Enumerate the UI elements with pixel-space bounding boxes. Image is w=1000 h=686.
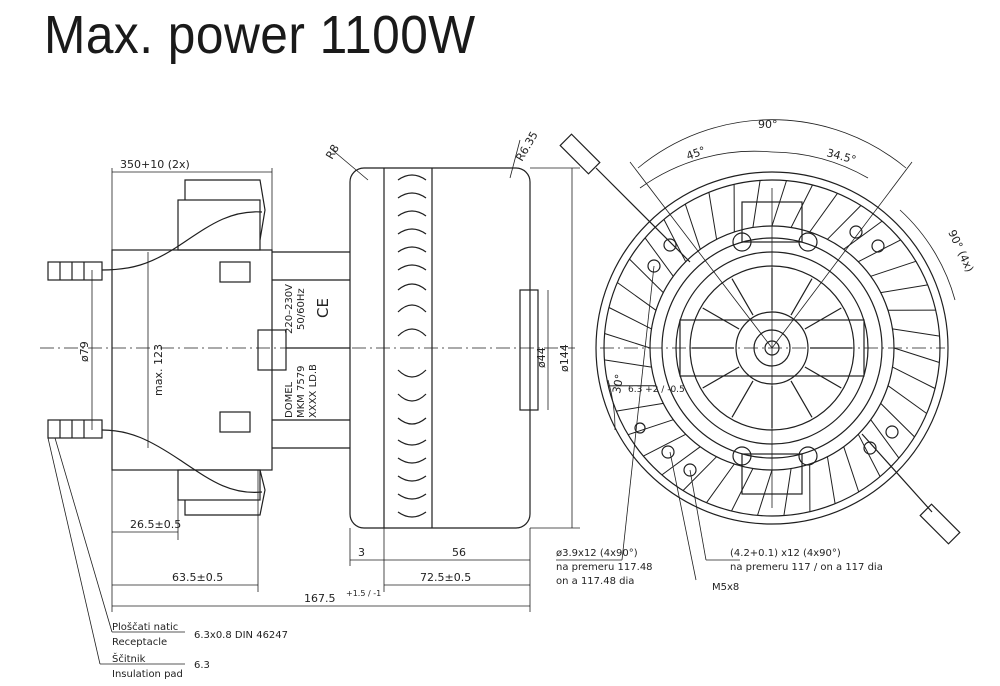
note-pad-sl: Ščitnik (112, 652, 146, 665)
wire-bottom (101, 429, 263, 493)
dim-63-5: 63.5±0.5 (172, 571, 223, 584)
angle-30: 30° (610, 373, 626, 394)
angle-34-5: 34.5° (825, 146, 857, 166)
dim-dia-79: ø79 (78, 341, 91, 362)
dim-72-5: 72.5±0.5 (420, 571, 471, 584)
dim-3: 3 (358, 546, 365, 559)
blade-tooth-lines (604, 180, 940, 516)
brush-holder-bottom (177, 411, 266, 516)
wire-top (101, 211, 263, 271)
angle-90-4x: 90° (4x) (945, 228, 976, 274)
dim-dia-44: ø44 (535, 347, 548, 368)
dim-6-3: 6.3 +2 / -0.5 (628, 385, 685, 395)
receptacle-terminal-top (47, 261, 103, 281)
note-holes-a-3: on a 117.48 dia (556, 576, 634, 587)
note-receptacle-spec: 6.3x0.8 DIN 46247 (194, 630, 288, 641)
note-pad-en: Insulation pad (112, 669, 183, 680)
spoke-lines (692, 268, 852, 428)
note-m5: M5x8 (712, 582, 739, 593)
note-holes-a-1: ø3.9x12 (4x90°) (556, 548, 638, 559)
dim-56: 56 (452, 546, 466, 559)
front-terminal-bottom (861, 433, 961, 545)
front-terminal-top (559, 133, 691, 263)
dim-width-top: 350+10 (2x) (120, 158, 190, 171)
dim-26-5: 26.5±0.5 (130, 518, 181, 531)
label-maker: DOMEL (284, 381, 295, 418)
dim-dia-144: ø144 (558, 344, 571, 372)
dim-167-5: 167.5 (304, 592, 336, 605)
note-receptacle-sl: Ploščati natic (112, 621, 178, 633)
dim-max-123: max. 123 (152, 344, 165, 396)
fan-blade-teeth (604, 180, 940, 516)
note-holes-b-1: (4.2+0.1) x12 (4x90°) (730, 548, 841, 559)
note-holes-a-2: na premeru 117.48 (556, 562, 653, 573)
label-freq: 50/60Hz (296, 288, 307, 330)
dim-167-5-tol: +1.5 / -1 (346, 589, 381, 598)
note-holes-b-2: na premeru 117 / on a 117 dia (730, 562, 883, 573)
label-code: XXXX LD.B (308, 364, 319, 418)
angle-90-top: 90° (758, 118, 778, 131)
label-voltage: 220–230V (284, 284, 295, 334)
dim-r635: R6.35 (513, 129, 540, 163)
rotor-spokes (692, 268, 852, 428)
dim-r8: R8 (323, 142, 342, 161)
label-model: MKM 7579 (296, 366, 307, 418)
brush-holder-top (177, 179, 266, 283)
note-receptacle-en: Receptacle (112, 637, 167, 648)
receptacle-terminal-bottom (47, 419, 103, 439)
fan-blades-side (397, 174, 427, 518)
note-pad-spec: 6.3 (194, 660, 210, 671)
label-ce: CE (314, 298, 332, 318)
angle-45: 45° (685, 144, 708, 163)
motor-body (111, 249, 273, 471)
page-title: Max. power 1100W (44, 5, 476, 65)
